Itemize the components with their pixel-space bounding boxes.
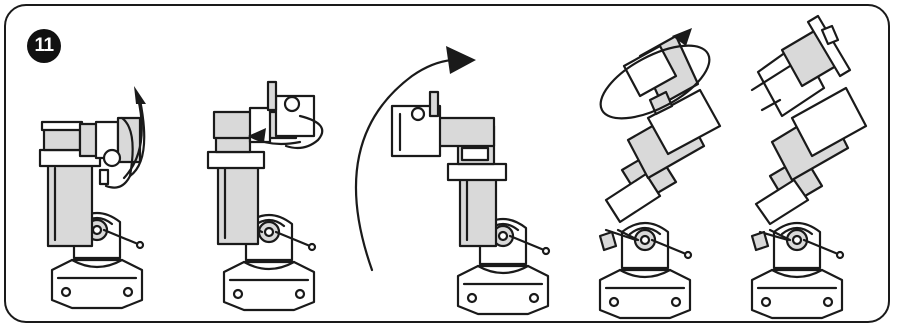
- mount-step-5: [752, 16, 866, 318]
- mount-step-1: [40, 86, 146, 308]
- mount-step-2: [208, 82, 322, 310]
- mount-step-3: [392, 92, 549, 314]
- mount-step-4: [590, 28, 720, 318]
